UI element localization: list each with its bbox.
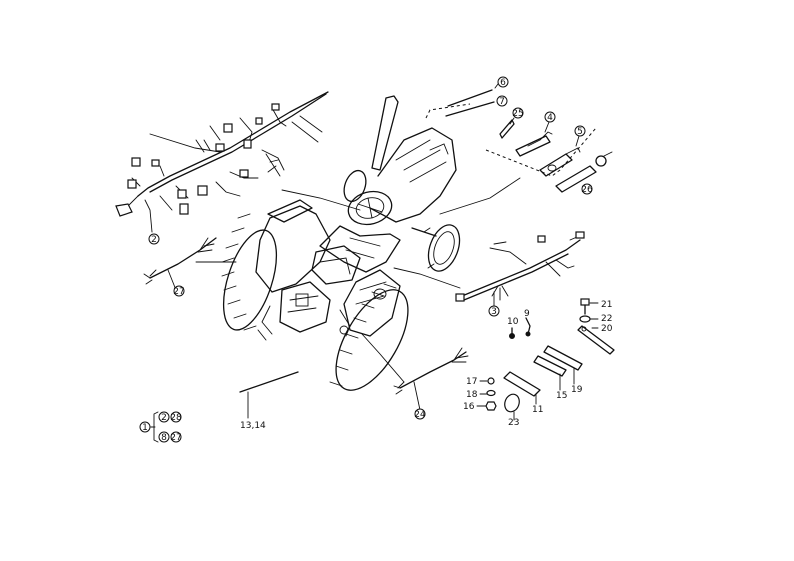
plate-11 xyxy=(503,371,541,405)
part-9 xyxy=(525,317,531,337)
harness-24 xyxy=(393,347,469,411)
key-callout-27: 27 xyxy=(170,433,181,443)
screw-17 xyxy=(487,377,495,385)
callout-3: 3 xyxy=(488,305,500,317)
callout-26-label: 26 xyxy=(581,185,593,195)
callout-19-label: 19 xyxy=(571,385,583,395)
callout-22-label: 22 xyxy=(601,314,612,324)
callout-6-label: 6 xyxy=(500,78,506,88)
strap-20 xyxy=(577,325,615,355)
key-callout-28: 28 xyxy=(170,413,182,423)
callout-15-label: 15 xyxy=(556,391,567,401)
callout-3-label: 3 xyxy=(491,307,497,317)
harness-3 xyxy=(455,231,585,309)
washer-18 xyxy=(486,389,496,397)
leader-3 xyxy=(393,267,461,289)
callout-25-label: 25 xyxy=(512,109,523,119)
callout-4: 4 xyxy=(544,111,556,123)
key-callout-2: 2 xyxy=(161,413,167,423)
main-wiring-harness xyxy=(115,91,329,233)
nut-16 xyxy=(485,401,497,411)
callout-2-label: 2 xyxy=(151,235,157,245)
callout-9-label: 9 xyxy=(524,309,530,319)
leader-6 xyxy=(494,83,499,89)
callout-4-label: 4 xyxy=(547,113,553,123)
bracket-15 xyxy=(533,355,567,391)
callout-7-label: 7 xyxy=(499,97,505,107)
leader-lamp xyxy=(439,177,521,215)
callout-21-label: 21 xyxy=(601,300,612,310)
nut-22 xyxy=(579,315,591,323)
callout-17-label: 17 xyxy=(466,377,477,387)
callout-5-label: 5 xyxy=(577,127,583,137)
callout-11-label: 11 xyxy=(532,405,543,415)
callout-26: 26 xyxy=(581,183,593,195)
harness-27 xyxy=(143,237,217,291)
callout-16-label: 16 xyxy=(463,402,475,412)
key-callout-8: 8 xyxy=(161,433,167,443)
clip-23 xyxy=(504,393,520,421)
bracket-19 xyxy=(543,345,583,385)
bolt-21 xyxy=(580,298,590,315)
callout-24-label: 24 xyxy=(414,410,426,420)
callout-7: 7 xyxy=(496,95,508,107)
leader-4 xyxy=(544,121,550,133)
cable-13-14 xyxy=(239,371,299,419)
callout-6: 6 xyxy=(497,76,509,88)
lamp-group xyxy=(425,89,613,193)
callout-2: 2 xyxy=(148,233,160,245)
callout-25: 25 xyxy=(512,107,524,119)
callout-10-label: 10 xyxy=(507,317,519,327)
part-10 xyxy=(509,327,515,339)
callout-27-label: 27 xyxy=(173,287,184,297)
callout-24: 24 xyxy=(414,408,426,420)
callout-5: 5 xyxy=(574,125,586,137)
leader-5 xyxy=(575,135,580,147)
callout-20-label: 20 xyxy=(601,324,613,334)
callout-23-label: 23 xyxy=(508,418,519,428)
callout-27: 27 xyxy=(173,285,185,297)
key-callout-1: 1 xyxy=(142,423,148,433)
tractor-illustration xyxy=(221,95,461,391)
leader-harness xyxy=(281,189,361,211)
leader-24 xyxy=(361,333,405,383)
callout-13-14-label: 13,14 xyxy=(240,421,266,431)
callout-18-label: 18 xyxy=(466,390,478,400)
leader-25 xyxy=(509,117,515,125)
assembly-key: 1 2 28 8 27 xyxy=(139,411,182,443)
